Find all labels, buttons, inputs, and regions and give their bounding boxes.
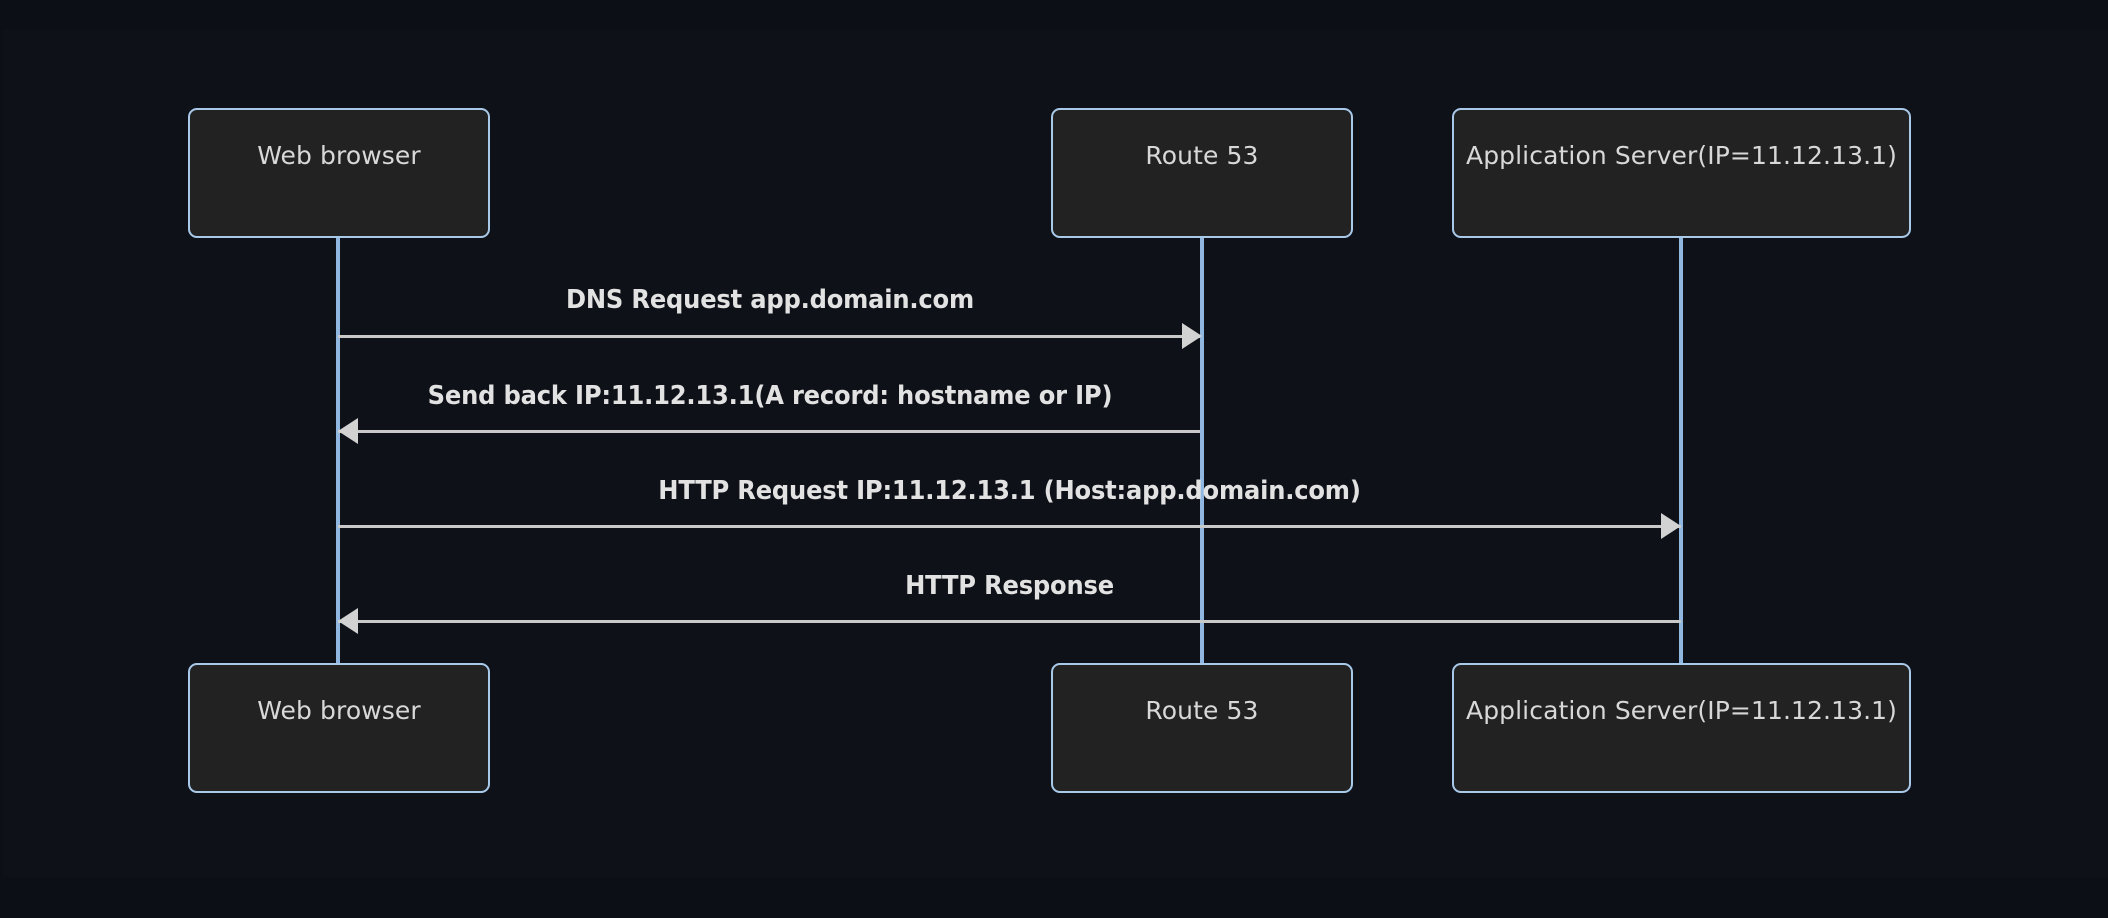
message-arrowhead-4 xyxy=(338,608,358,634)
message-label-3: HTTP Request IP:11.12.13.1 (Host:app.dom… xyxy=(658,476,1361,506)
actor-label-route53-bottom: Route 53 xyxy=(1145,696,1259,725)
lifeline-browser xyxy=(336,236,340,666)
actor-box-appserver-top[interactable]: Application Server(IP=11.12.13.1) xyxy=(1452,108,1911,238)
lifeline-route53 xyxy=(1200,236,1204,666)
message-arrowhead-3 xyxy=(1661,513,1681,539)
actor-label-browser-top: Web browser xyxy=(257,141,421,170)
message-line-3 xyxy=(338,525,1681,528)
message-label-4: HTTP Response xyxy=(905,571,1114,601)
message-arrowhead-1 xyxy=(1182,323,1202,349)
actor-box-appserver-bottom[interactable]: Application Server(IP=11.12.13.1) xyxy=(1452,663,1911,793)
actor-box-browser-bottom[interactable]: Web browser xyxy=(188,663,490,793)
actor-label-browser-bottom: Web browser xyxy=(257,696,421,725)
actor-box-browser-top[interactable]: Web browser xyxy=(188,108,490,238)
message-line-4 xyxy=(338,620,1681,623)
message-line-1 xyxy=(338,335,1200,338)
message-label-2: Send back IP:11.12.13.1(A record: hostna… xyxy=(427,381,1113,411)
actor-label-route53-top: Route 53 xyxy=(1145,141,1259,170)
actor-box-route53-bottom[interactable]: Route 53 xyxy=(1051,663,1353,793)
actor-box-route53-top[interactable]: Route 53 xyxy=(1051,108,1353,238)
message-arrowhead-2 xyxy=(338,418,358,444)
lifeline-appserver xyxy=(1679,236,1683,666)
message-line-2 xyxy=(338,430,1200,433)
message-label-1: DNS Request app.domain.com xyxy=(565,285,975,315)
actor-label-appserver-top: Application Server(IP=11.12.13.1) xyxy=(1466,141,1897,170)
actor-label-appserver-bottom: Application Server(IP=11.12.13.1) xyxy=(1466,696,1897,725)
